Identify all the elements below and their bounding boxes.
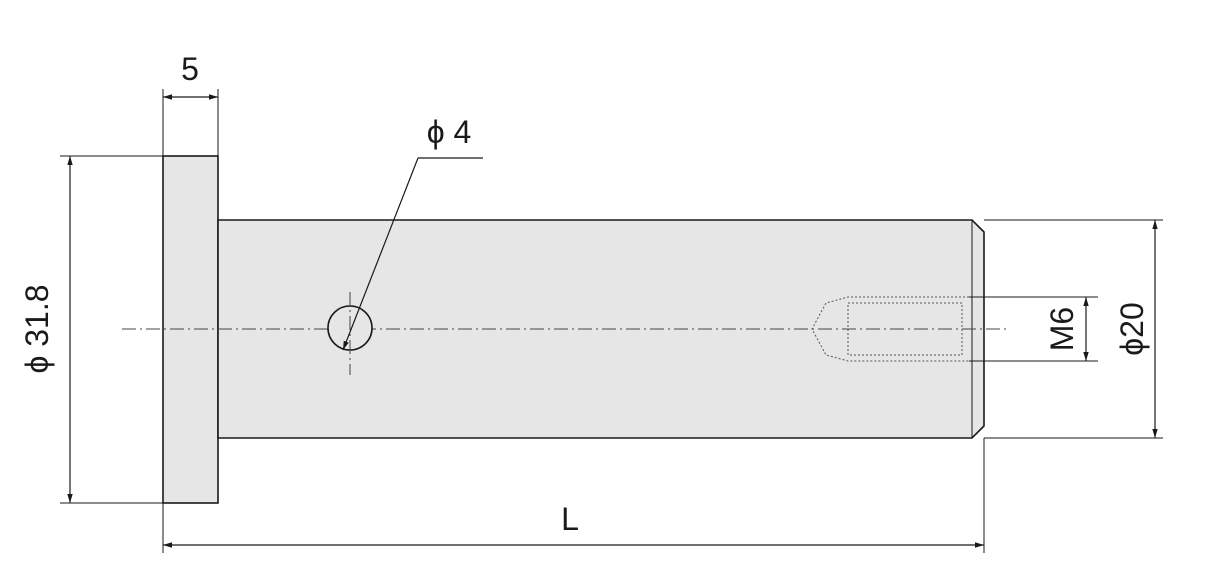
flange-thickness-label: 5 — [181, 51, 199, 87]
part-body — [162, 155, 985, 504]
cross-hole — [327, 292, 373, 375]
shaft-diameter-label: ϕ20 — [1114, 302, 1150, 356]
thread-inner-hidden — [847, 302, 963, 356]
hole-leader-line — [342, 157, 419, 351]
thread-label: M6 — [1044, 307, 1080, 351]
dim-flange-diameter: ϕ 31.8 — [19, 155, 163, 504]
dim-hole-diameter: ϕ 4 — [342, 114, 483, 351]
dim-shaft-diameter: ϕ20 — [984, 219, 1163, 439]
hole-diameter-label: ϕ 4 — [427, 114, 472, 150]
thread-outer-hidden — [811, 296, 969, 362]
flange-diameter-label: ϕ 31.8 — [19, 284, 55, 373]
dim-flange-thickness: 5 — [162, 51, 219, 220]
threaded-hole — [811, 296, 969, 362]
dim-length: L — [162, 438, 985, 553]
length-label: L — [561, 501, 579, 537]
dim-thread: M6 — [969, 296, 1098, 362]
